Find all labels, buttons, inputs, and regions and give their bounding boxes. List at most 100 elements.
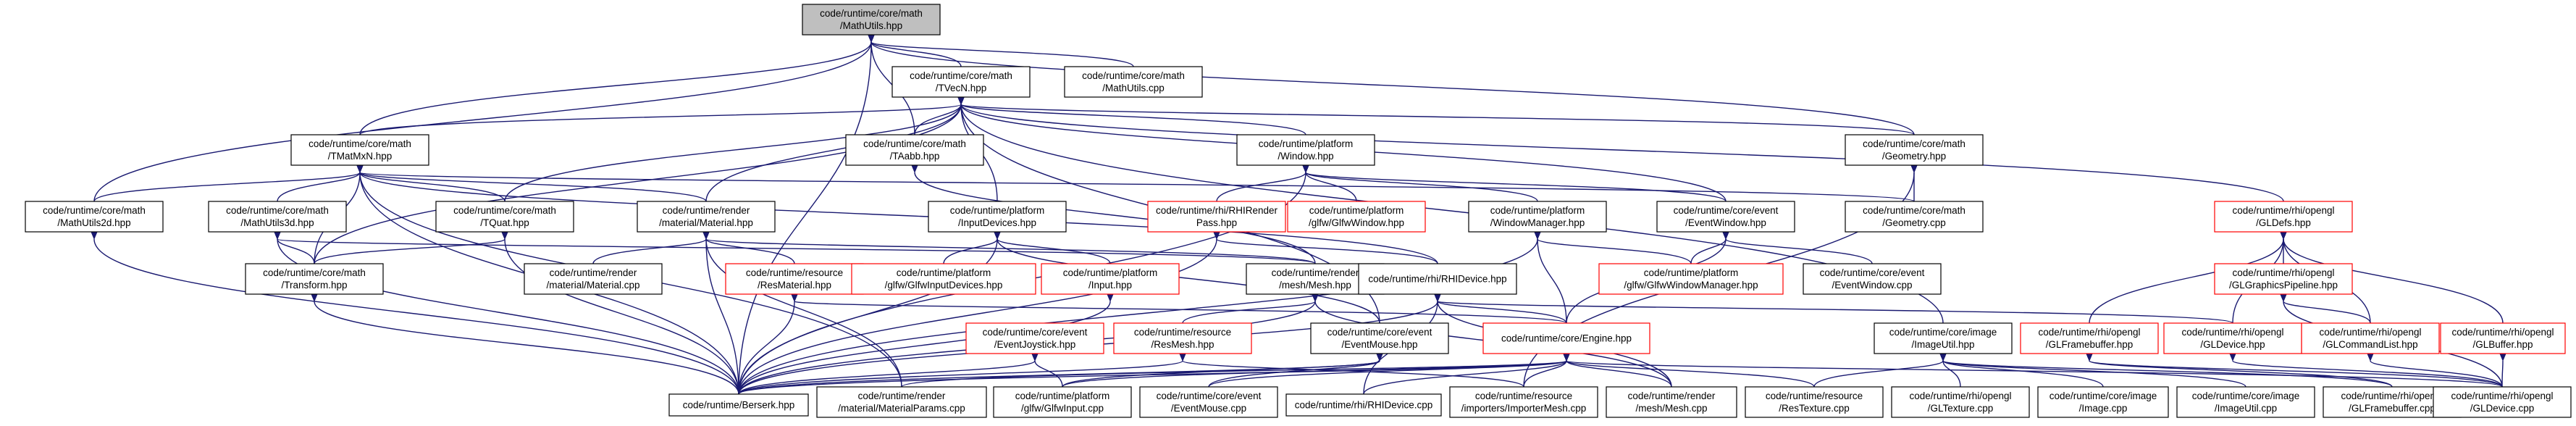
node-label-line: code/runtime/rhi/RHIDevice.cpp	[1295, 400, 1433, 411]
edge-engine-to-restexture_cpp	[1562, 352, 1815, 388]
edge-window-to-windowmanager	[1301, 164, 1538, 202]
edge-mathutils-to-berserk	[738, 33, 876, 395]
node-box	[1598, 263, 1784, 295]
node-gltexture_cpp[interactable]: code/runtime/rhi/opengl/GLTexture.cpp	[1891, 386, 2030, 418]
node-material_cpp[interactable]: code/runtime/render/material/Material.cp…	[524, 263, 663, 295]
edges-layer	[90, 33, 2507, 395]
node-importermesh_cpp[interactable]: code/runtime/resource/importers/Importer…	[1449, 386, 1598, 418]
edge-resmesh-to-berserk	[738, 352, 1187, 395]
edge-engine-to-eventmouse_cpp	[1208, 352, 1571, 388]
edge-tvecn-to-transform	[314, 96, 965, 264]
node-glfwinputdevices[interactable]: code/runtime/platform/glfw/GlfwInputDevi…	[851, 263, 1036, 295]
node-tmatmxn[interactable]: code/runtime/core/math/TMatMxN.hpp	[290, 134, 429, 166]
node-inputdevices[interactable]: code/runtime/platform/InputDevices.hpp	[928, 201, 1067, 233]
node-geometry[interactable]: code/runtime/core/math/Geometry.hpp	[1845, 134, 1984, 166]
node-engine[interactable]: code/runtime/core/Engine.hpp	[1482, 322, 1650, 354]
node-label-line: code/runtime/rhi/opengl	[2232, 205, 2334, 216]
edge-glgraphicspipeline-to-glcommandlist	[2279, 293, 2371, 324]
node-glfwwindowmanager[interactable]: code/runtime/platform/glfw/GlfwWindowMan…	[1598, 263, 1784, 295]
node-box	[845, 134, 984, 166]
node-taabb[interactable]: code/runtime/core/math/TAabb.hpp	[845, 134, 984, 166]
node-label-line: code/runtime/rhi/opengl	[2341, 390, 2443, 401]
node-box	[1606, 386, 1737, 418]
node-mesh_cpp[interactable]: code/runtime/render/mesh/Mesh.cpp	[1606, 386, 1737, 418]
node-label-line: /EventMouse.hpp	[1341, 339, 1417, 350]
node-glgraphicspipeline[interactable]: code/runtime/rhi/opengl/GLGraphicsPipeli…	[2214, 263, 2353, 295]
node-transform[interactable]: code/runtime/core/math/Transform.hpp	[245, 263, 384, 295]
node-box	[1236, 134, 1375, 166]
edge-taabb-to-mesh	[910, 164, 1316, 264]
node-label-line: code/runtime/core/math	[1863, 138, 1965, 149]
edge-material-to-berserk	[702, 230, 739, 395]
node-label-line: code/runtime/rhi/opengl	[2451, 390, 2553, 401]
node-box	[1803, 263, 1942, 295]
node-gldefs[interactable]: code/runtime/rhi/opengl/GLDefs.hpp	[2214, 201, 2353, 233]
node-mathutils_cpp[interactable]: code/runtime/core/math/MathUtils.cpp	[1064, 66, 1203, 98]
node-label-line: Pass.hpp	[1196, 217, 1237, 228]
node-geometry_cpp[interactable]: code/runtime/core/math/Geometry.cpp	[1845, 201, 1984, 233]
node-material[interactable]: code/runtime/render/material/Material.hp…	[637, 201, 776, 233]
node-rhidevice[interactable]: code/runtime/rhi/RHIDevice.hpp	[1358, 263, 1517, 295]
node-label-line: code/runtime/platform	[1015, 390, 1110, 401]
node-glframebuffer[interactable]: code/runtime/rhi/opengl/GLFramebuffer.hp…	[2020, 322, 2159, 354]
node-resmaterial[interactable]: code/runtime/resource/ResMaterial.hpp	[725, 263, 864, 295]
node-input[interactable]: code/runtime/platform/Input.hpp	[1041, 263, 1180, 295]
node-label-line: code/runtime/core/math	[309, 138, 411, 149]
node-materialparams_cpp[interactable]: code/runtime/render/material/MaterialPar…	[816, 386, 987, 418]
node-label-line: code/runtime/core/math	[863, 138, 966, 149]
node-glfwwindow[interactable]: code/runtime/platform/glfw/GlfwWindow.hp…	[1287, 201, 1426, 233]
node-mathutils3d[interactable]: code/runtime/core/math/MathUtils3d.hpp	[208, 201, 347, 233]
node-box	[2433, 386, 2572, 418]
node-eventmouse_cpp[interactable]: code/runtime/core/event/EventMouse.cpp	[1139, 386, 1278, 418]
edge-tquat-to-berserk	[500, 230, 739, 395]
node-eventwindow_cpp[interactable]: code/runtime/core/event/EventWindow.cpp	[1803, 263, 1942, 295]
edge-tvecn-to-material	[705, 96, 965, 202]
node-box	[1449, 386, 1598, 418]
node-berserk[interactable]: code/runtime/Berserk.hpp	[668, 393, 809, 417]
edge-windowmanager-to-glfwwindowmanager	[1533, 230, 1692, 264]
edge-glcommandlist-to-gldevice_cpp	[2366, 352, 2503, 388]
edge-tvecn-to-gldefs	[957, 96, 2284, 202]
node-label-line: code/runtime/core/math	[1863, 205, 1965, 216]
node-image_cpp[interactable]: code/runtime/core/image/Image.cpp	[2037, 386, 2169, 418]
node-box	[2301, 322, 2440, 354]
node-gldevice_cpp[interactable]: code/runtime/rhi/opengl/GLDevice.cpp	[2433, 386, 2572, 418]
node-gldevice_hpp[interactable]: code/runtime/rhi/opengl/GLDevice.hpp	[2163, 322, 2302, 354]
node-mathutils2d[interactable]: code/runtime/core/math/MathUtils2d.hpp	[25, 201, 164, 233]
edge-glbuffer-to-gldevice_cpp	[2499, 352, 2507, 388]
edge-mathutils-to-mathutils2d	[93, 33, 876, 202]
node-label-line: /ResMesh.hpp	[1151, 339, 1214, 350]
edge-engine-to-materialparams_cpp	[901, 352, 1571, 388]
node-resmesh[interactable]: code/runtime/resource/ResMesh.hpp	[1113, 322, 1252, 354]
node-tvecn[interactable]: code/runtime/core/math/TVecN.hpp	[891, 66, 1031, 98]
node-mathutils[interactable]: code/runtime/core/math/MathUtils.hpp	[802, 4, 941, 36]
node-eventmouse[interactable]: code/runtime/core/event/EventMouse.hpp	[1310, 322, 1449, 354]
edge-tmatmxn-to-mathutils2d	[93, 164, 364, 202]
edge-mathutils2d-to-berserk	[90, 230, 739, 395]
edge-engine-to-rhidevice_cpp	[1363, 352, 1571, 395]
node-label-line: /EventMouse.cpp	[1171, 403, 1246, 414]
node-glcommandlist[interactable]: code/runtime/rhi/opengl/GLCommandList.hp…	[2301, 322, 2440, 354]
edge-tvecn-to-taabb	[914, 96, 965, 135]
node-window[interactable]: code/runtime/platform/Window.hpp	[1236, 134, 1375, 166]
edge-gldevice_hpp-to-gldevice_cpp	[2228, 352, 2503, 388]
node-eventjoystick[interactable]: code/runtime/core/event/EventJoystick.hp…	[965, 322, 1104, 354]
node-mesh[interactable]: code/runtime/render/mesh/Mesh.hpp	[1246, 263, 1385, 295]
node-glfwinput_cpp[interactable]: code/runtime/platform/glfw/GlfwInput.cpp	[993, 386, 1132, 418]
edge-eventmouse-to-eventmouse_cpp	[1208, 352, 1384, 388]
edge-mathutils3d-to-berserk	[273, 230, 739, 395]
node-imageutil[interactable]: code/runtime/core/image/ImageUtil.hpp	[1874, 322, 2013, 354]
node-imageutil_cpp[interactable]: code/runtime/core/image/ImageUtil.cpp	[2176, 386, 2315, 418]
node-glbuffer[interactable]: code/runtime/rhi/opengl/GLBuffer.hpp	[2440, 322, 2566, 354]
node-eventwindow[interactable]: code/runtime/core/event/EventWindow.hpp	[1656, 201, 1795, 233]
node-box	[965, 322, 1104, 354]
node-label-line: code/runtime/platform	[1259, 138, 1354, 149]
node-tquat[interactable]: code/runtime/core/math/TQuat.hpp	[435, 201, 574, 233]
node-label-line: /GLBuffer.hpp	[2472, 339, 2533, 350]
node-rhidevice_cpp[interactable]: code/runtime/rhi/RHIDevice.cpp	[1285, 393, 1442, 417]
node-windowmanager[interactable]: code/runtime/platform/WindowManager.hpp	[1468, 201, 1607, 233]
node-restexture_cpp[interactable]: code/runtime/resource/ResTexture.cpp	[1745, 386, 1884, 418]
node-box	[2020, 322, 2159, 354]
node-box	[816, 386, 987, 418]
